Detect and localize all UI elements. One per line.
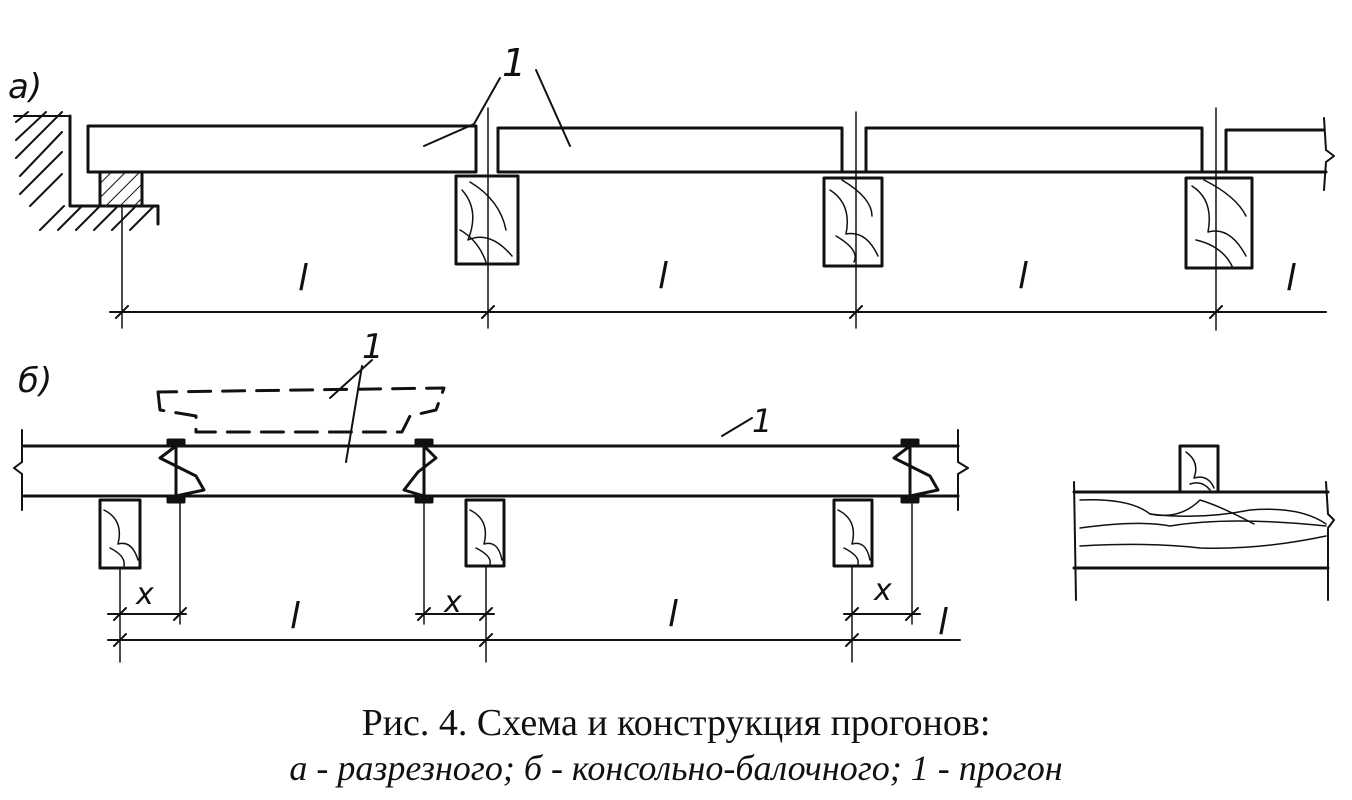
span-label-b-1: l (290, 596, 300, 637)
beams-b (98, 498, 874, 570)
figure-caption: Рис. 4. Схема и конструкция прогонов: а … (0, 700, 1352, 790)
part-a: а) (8, 41, 1335, 331)
span-label-a-3: l (1018, 256, 1028, 297)
dimension-line-a (109, 305, 1327, 319)
part-b: б) (13, 327, 1335, 663)
span-label-b-3: l (938, 602, 948, 643)
caption-title: Рис. 4. Схема и конструкция прогонов: (361, 702, 991, 744)
callout-b-number-1: 1 (362, 327, 384, 367)
callout-a (423, 69, 571, 147)
span-label-a-2: l (658, 256, 668, 297)
cantilever-label-b-3: x (873, 573, 892, 608)
part-b-label: б) (18, 361, 52, 401)
axis-lines-a (121, 107, 1217, 331)
callout-a-number: 1 (502, 41, 526, 85)
dimension-lines-b (107, 607, 961, 647)
cantilever-label-b-2: x (443, 585, 462, 620)
span-label-a-4: l (1286, 258, 1296, 299)
caption-subtitle: а - разрезного; б - консольно-балочного;… (289, 748, 1063, 788)
purlin-segments-a (86, 117, 1335, 191)
cantilever-label-b-1: x (135, 577, 154, 612)
purlin-b (13, 429, 969, 511)
dashed-segment (156, 386, 446, 434)
span-label-a-1: l (298, 258, 308, 299)
callout-b-number-2: 1 (752, 402, 772, 440)
part-a-label: а) (8, 67, 42, 107)
joints-b (158, 438, 940, 504)
side-view (1072, 444, 1335, 601)
span-label-b-2: l (668, 594, 678, 635)
beams-a (454, 174, 1254, 270)
callout-b (329, 359, 753, 463)
axis-lines-b (119, 501, 913, 663)
wall-pad (98, 170, 144, 208)
purlin-diagram: а) (8, 41, 1335, 663)
